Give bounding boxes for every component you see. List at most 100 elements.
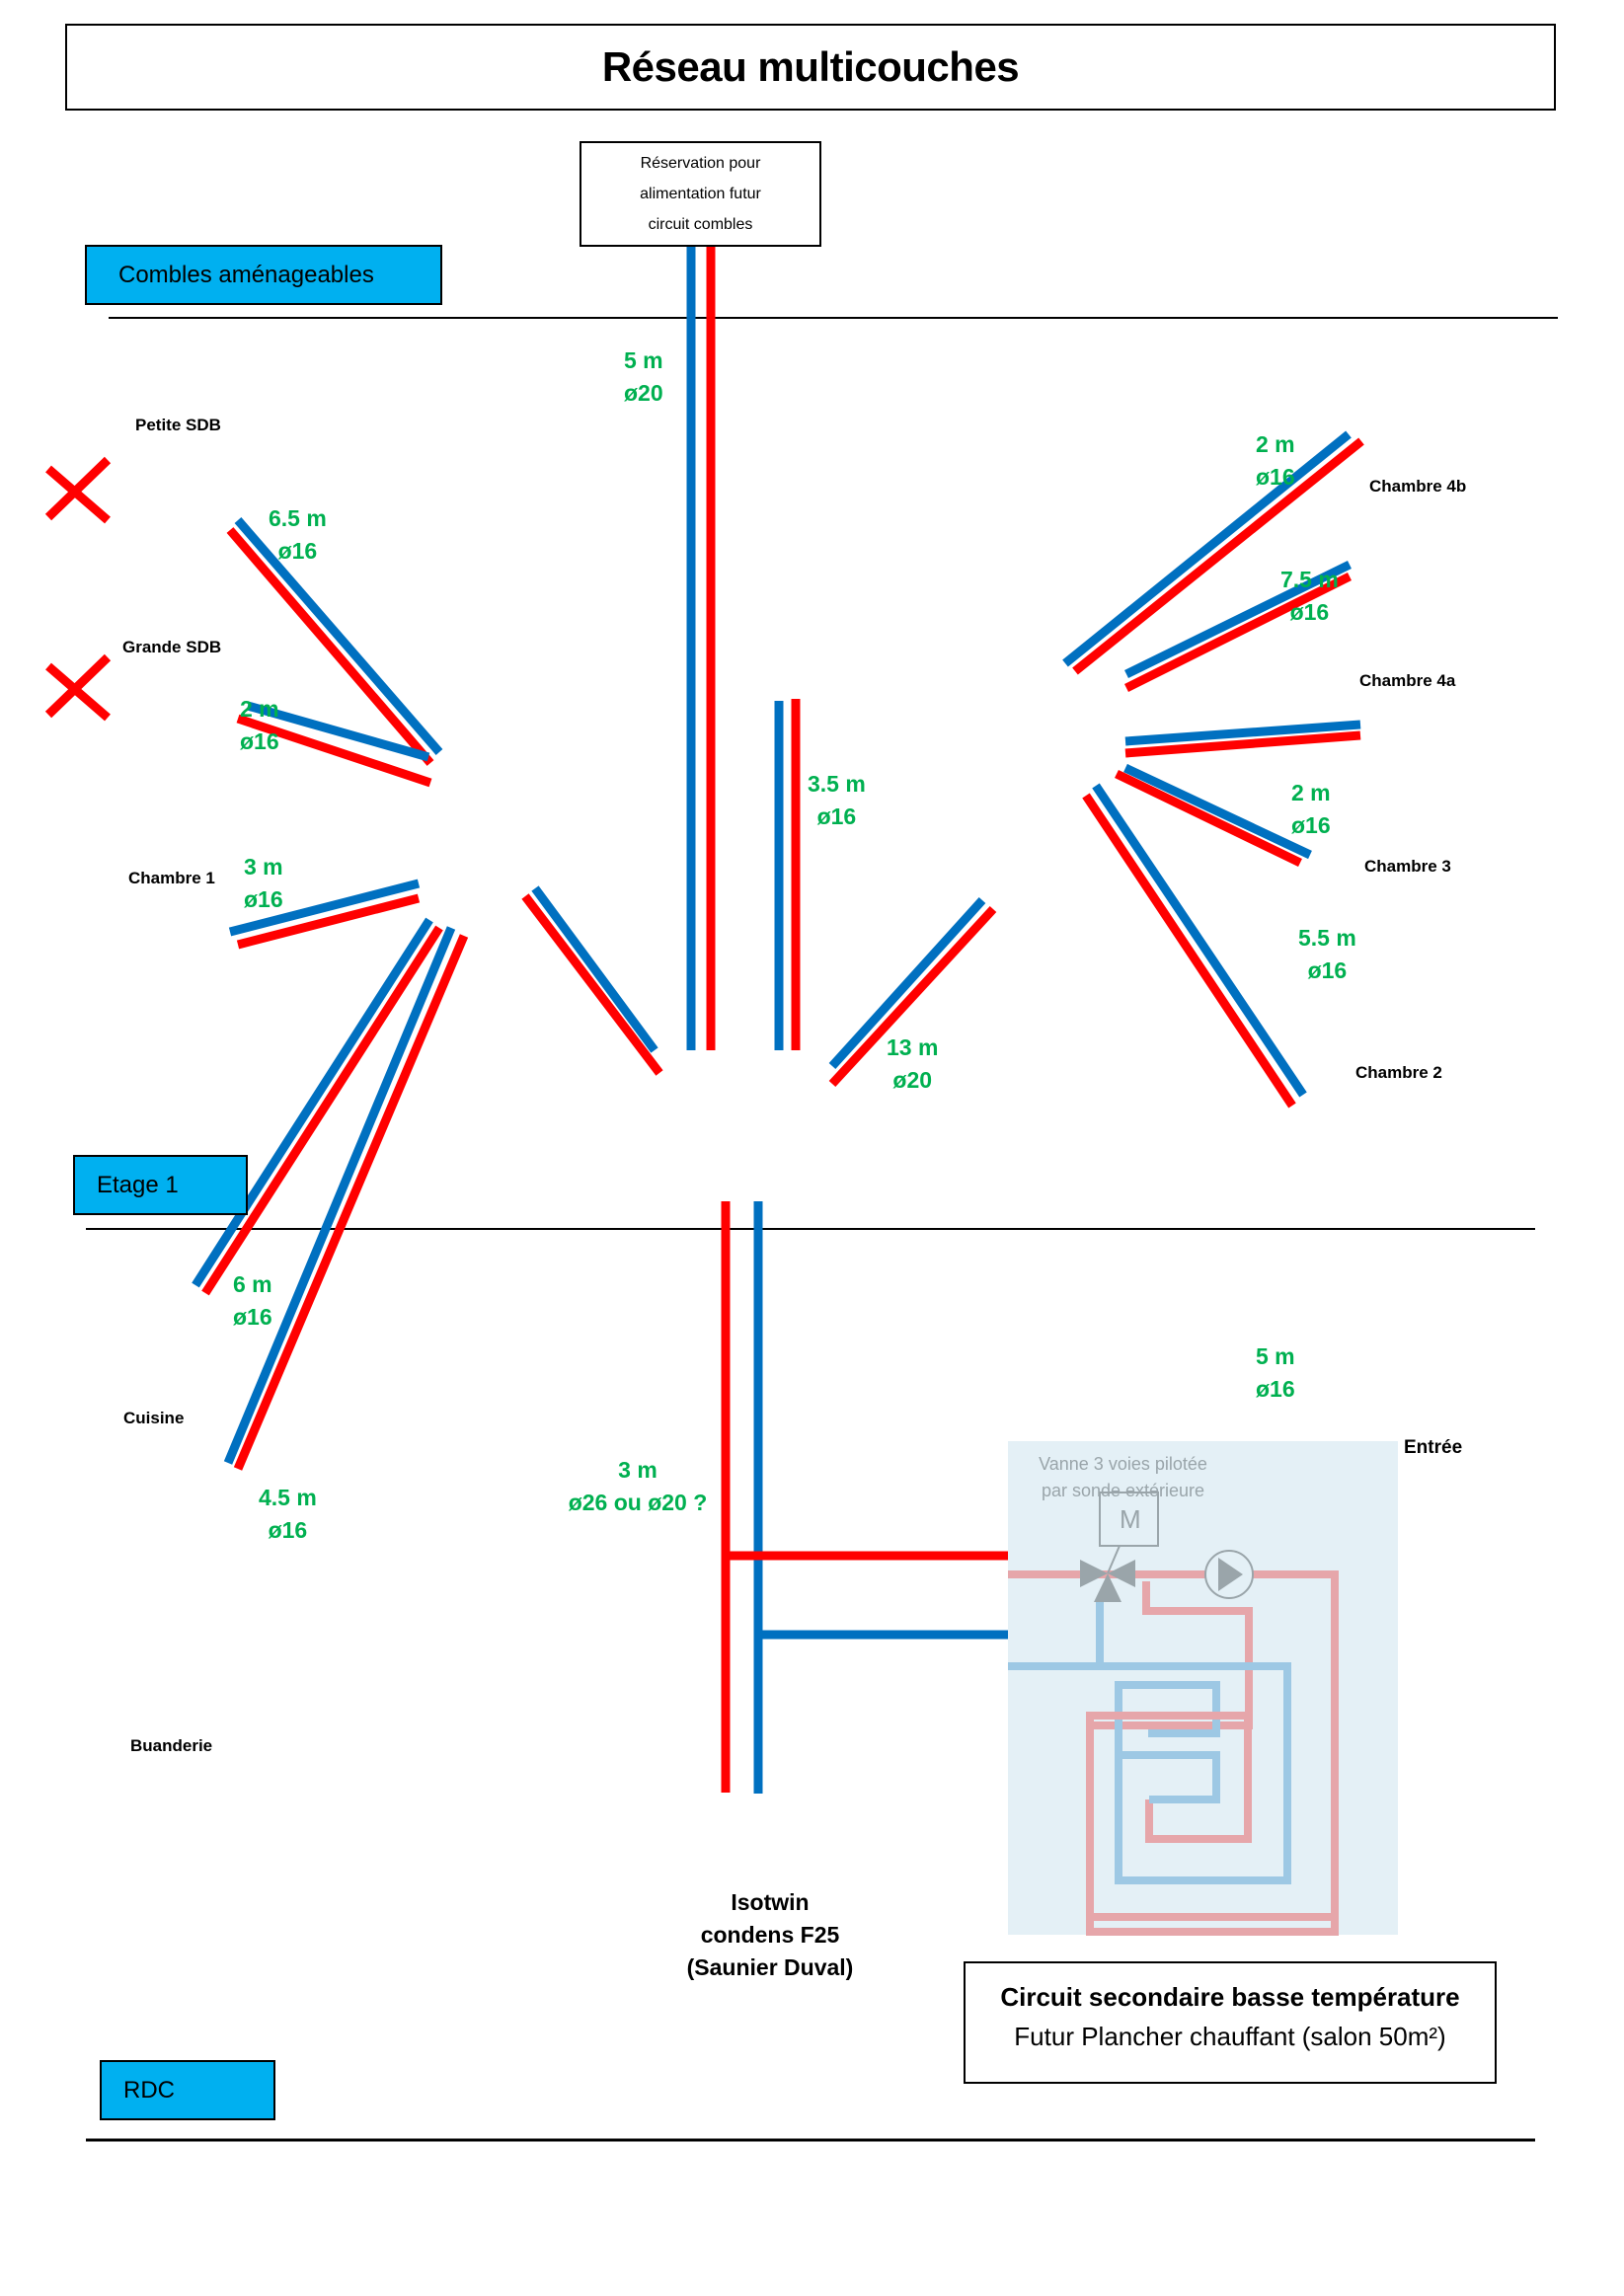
room-chambre3: Chambre 3 [1364,857,1451,876]
boiler-label: Isotwin condens F25 (Saunier Duval) [671,1886,869,1984]
pipe-diameter: ø16 [1291,812,1331,838]
pipe-chambre1-cold [228,879,421,937]
pipe-chambre3-cold [1124,720,1361,746]
mixing-valve-label: Vanne 3 voies pilotée par sonde extérieu… [1017,1451,1229,1504]
pipe-length: 2 m [1291,780,1331,805]
pipe-label-combles: 5 m ø20 [624,344,663,410]
motor-box [1099,1492,1159,1547]
pipe-petite-sdb-hot [226,527,434,766]
boiler-label-line: (Saunier Duval) [686,1954,854,1980]
room-chambre4a: Chambre 4a [1359,671,1456,690]
pipe-chambre1-hot [236,893,421,950]
pipe-diameter: ø16 [240,728,279,754]
pipe-diameter: ø16 [1256,1376,1295,1402]
pipe-length: 6 m [233,1271,272,1297]
pipe-chambre2-hot [1115,769,1302,868]
pipe-diameter: ø20 [892,1067,933,1093]
cross-icon [44,456,112,521]
pipe-chambre4b-cold [1062,430,1352,667]
spiral-hot [1086,1574,1339,1921]
pipe-diameter: ø16 [1307,957,1348,983]
pipe-buanderie-cold [223,926,456,1465]
pipe-length: 5 m [1256,1343,1295,1369]
pipe-length: 2 m [240,696,279,722]
room-entree: Entrée [1404,1437,1463,1458]
pipe-label-cuisine: 6 m ø16 [233,1268,272,1334]
floor-tag-label: RDC [123,2076,175,2104]
floor-tag-etage1: Etage 1 [73,1155,248,1215]
pipe-length: 5.5 m [1298,925,1356,951]
pipe-label-center: 3.5 m ø16 [808,768,866,833]
pipe-label-chambre1: 3 m ø16 [244,851,283,916]
pipe-label-grande-sdb: 2 m ø16 [240,693,279,758]
pipe-label-chambre4b: 2 m ø16 [1256,428,1295,494]
pipe-13m-cold [828,896,986,1070]
pipe-diameter: ø16 [268,1517,308,1543]
boiler-label-line: Isotwin [731,1889,810,1915]
removed-marks [44,456,112,722]
pipe-length: 2 m [1256,431,1295,457]
floor-tag-label: Combles aménageables [118,261,374,288]
room-chambre1: Chambre 1 [128,869,215,887]
pipe-diameter: ø16 [816,804,857,829]
pipe-length: 3 m [618,1457,657,1483]
pipe-diameter: ø16 [1289,599,1330,625]
pipe-grande-sdb-hot [236,714,432,788]
legend-subtitle: Futur Plancher chauffant (salon 50m²) [1014,2022,1446,2051]
pipe-label-chambre3: 2 m ø16 [1291,777,1331,842]
valve-label-line: par sonde extérieure [1041,1481,1205,1500]
pipe-length: 7.5 m [1280,567,1339,592]
pipe-label-petite-sdb: 6.5 m ø16 [269,502,327,568]
pipe-label-chambre4a: 7.5 m ø16 [1280,564,1339,629]
pipe-label-chambre2: 5.5 m ø16 [1298,922,1356,987]
pipe-diameter: ø26 ou ø20 ? [568,1490,708,1515]
secondary-circuit-legend: Circuit secondaire basse température Fut… [964,1961,1497,2084]
floor-tag-rdc: RDC [100,2060,275,2120]
motor-label: M [1120,1504,1141,1534]
pipe-13m-hot [828,905,997,1088]
note-line: alimentation futur [640,186,761,202]
note-line: Réservation pour [640,155,761,172]
pipe-chambre2-cold [1123,763,1312,860]
pipe-chambre4a-hot [1123,572,1353,693]
pipe-petite-sdb-cold [234,517,443,755]
pipe-chambre4a-cold [1124,560,1352,679]
room-petite-sdb: Petite SDB [135,416,221,434]
pump-icon [1204,1550,1254,1599]
floor-tag-label: Etage 1 [97,1171,179,1198]
pipe-length: 4.5 m [259,1485,317,1510]
pipe-label-13m: 13 m ø20 [887,1032,938,1097]
pipe-diameter: ø16 [1256,464,1295,490]
pipe-left-center-hot [521,893,663,1076]
pipe-chambre4b-hot [1072,437,1364,675]
pipe-left-center-cold [531,885,658,1053]
pipe-length: 5 m [624,347,663,373]
legend-title: Circuit secondaire basse température [1000,1982,1460,2012]
room-grande-sdb: Grande SDB [122,638,222,656]
note-line: circuit combles [648,216,753,233]
pipe-grande-sdb-cold [246,701,430,762]
pipe-chambre3-hot [1124,730,1361,758]
valve-label-line: Vanne 3 voies pilotée [1039,1454,1207,1474]
pipe-diameter: ø16 [277,538,318,564]
cross-icon [44,653,112,719]
reservation-note: Réservation pour alimentation futur circ… [580,141,821,247]
title-box: Réseau multicouches [65,24,1556,111]
pipe-diameter: ø16 [244,886,283,912]
floor-tag-combles: Combles aménageables [85,245,442,305]
room-buanderie: Buanderie [130,1736,213,1755]
boiler-label-line: condens F25 [700,1922,840,1948]
room-chambre2: Chambre 2 [1355,1063,1442,1082]
pipe-cuisine-cold [192,917,433,1288]
pipe-label-boiler: 3 m ø26 ou ø20 ? [559,1454,717,1519]
pipe-buanderie-hot [233,934,469,1471]
pipe-entree-cold [1092,783,1307,1098]
pipe-diameter: ø16 [233,1304,272,1330]
pipe-label-buanderie: 4.5 m ø16 [259,1482,317,1547]
three-way-valve-icon [1080,1492,1159,1602]
pipe-length: 3.5 m [808,771,866,797]
room-cuisine: Cuisine [123,1409,185,1427]
pipe-entree-hot [1082,793,1296,1109]
pipe-label-entree: 5 m ø16 [1256,1340,1295,1406]
